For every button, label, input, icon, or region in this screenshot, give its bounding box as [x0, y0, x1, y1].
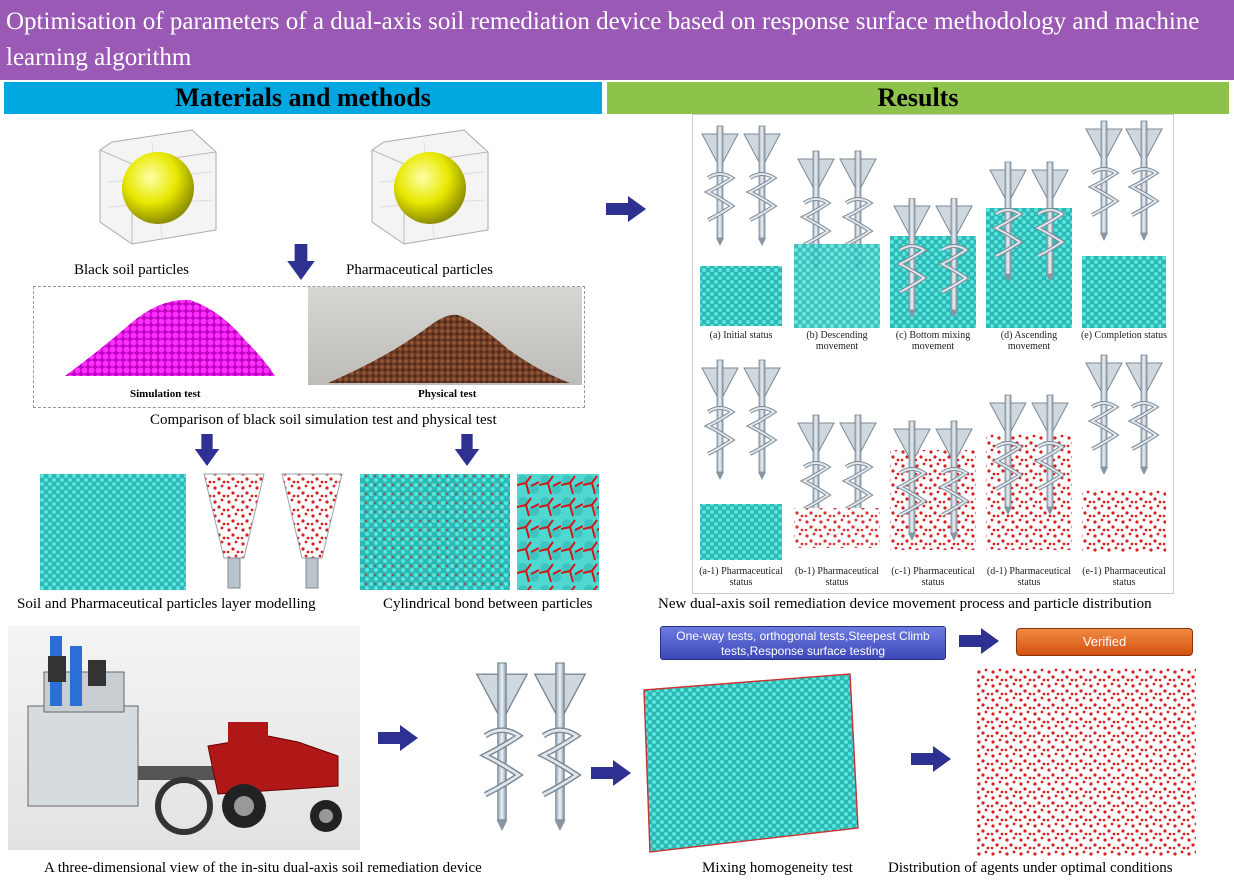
stage-b-label: (b) Descending movement — [806, 330, 868, 352]
stage-c-label: (c) Bottom mixing movement — [895, 330, 971, 352]
mixing-test-caption: Mixing homogeneity test — [702, 860, 853, 876]
stage-b — [790, 116, 884, 351]
cyan-red-particles — [360, 474, 510, 590]
verified-badge: Verified — [1016, 628, 1193, 656]
arrow-right-icon — [591, 760, 631, 786]
arrow-down-icon — [287, 244, 315, 280]
layer-modelling-caption: Soil and Pharmaceutical particles layer … — [17, 596, 316, 612]
results-header-label: Results — [877, 83, 959, 112]
distribution-caption: Distribution of agents under optimal con… — [888, 860, 1173, 876]
arrow-right-icon — [378, 725, 418, 751]
title-banner — [0, 0, 1234, 80]
arrow-right-icon — [959, 628, 999, 654]
stage-c1 — [886, 350, 980, 570]
pharma-sphere — [394, 152, 466, 224]
materials-header-label: Materials and methods — [175, 83, 431, 112]
device-3d-view — [8, 626, 360, 850]
movement-caption: New dual-axis soil remediation device mo… — [658, 596, 1152, 612]
physical-test-photo — [308, 287, 582, 385]
stage-d1-label: (d-1) Pharmaceutical status — [986, 566, 1072, 588]
stage-e-label: (e) Completion status — [1080, 330, 1168, 341]
pharma-caption: Pharmaceutical particles — [346, 262, 494, 278]
stage-d1 — [982, 350, 1076, 570]
soil-layer-model — [40, 474, 186, 590]
stage-a-label: (a) Initial status — [709, 330, 773, 341]
stage-b1-label: (b-1) Pharmaceutical status — [794, 566, 880, 588]
stage-a1-label: (a-1) Pharmaceutical status — [699, 566, 783, 588]
stage-d — [982, 116, 1076, 351]
arrow-down-icon — [454, 434, 480, 466]
stage-d-label: (d) Ascending movement — [1000, 330, 1058, 352]
materials-header: Materials and methods — [4, 82, 602, 114]
black-soil-particle-figure — [99, 129, 217, 245]
stage-a — [694, 116, 788, 351]
results-header: Results — [607, 82, 1229, 114]
black-soil-caption: Black soil particles — [74, 262, 189, 278]
mixing-cube — [636, 668, 864, 854]
comparison-panel — [33, 286, 585, 408]
arrow-right-icon — [606, 196, 646, 222]
arrow-right-icon — [911, 746, 951, 772]
cyl-bond-caption: Cylindrical bond between particles — [383, 596, 593, 612]
page-title: Optimisation of parameters of a dual-axi… — [6, 8, 1200, 71]
stage-b1 — [790, 350, 884, 570]
comparison-caption: Comparison of black soil simulation test… — [150, 412, 497, 428]
stage-e — [1078, 116, 1170, 351]
movement-grid — [692, 114, 1174, 594]
simulation-test-label: Simulation test — [130, 388, 201, 400]
agents-distribution — [976, 668, 1196, 856]
stage-c1-label: (c-1) Pharmaceutical status — [891, 566, 975, 588]
stage-e1-label: (e-1) Pharmaceutical status — [1082, 566, 1166, 588]
stage-e1 — [1078, 350, 1170, 570]
physical-test-label: Physical test — [418, 388, 477, 400]
pharma-particle-figure — [371, 129, 489, 245]
simulation-pile — [65, 299, 275, 376]
three-d-view-caption: A three-dimensional view of the in-situ … — [44, 860, 482, 876]
tests-box: One-way tests, orthogonal tests,Steepest… — [660, 626, 946, 660]
stage-a1 — [694, 350, 788, 570]
auger-pair — [470, 628, 590, 866]
arrow-down-icon — [194, 434, 220, 466]
pharma-layer-funnels — [203, 473, 343, 589]
black-soil-sphere — [122, 152, 194, 224]
stage-c — [886, 116, 980, 351]
bond-closeup — [517, 474, 599, 590]
